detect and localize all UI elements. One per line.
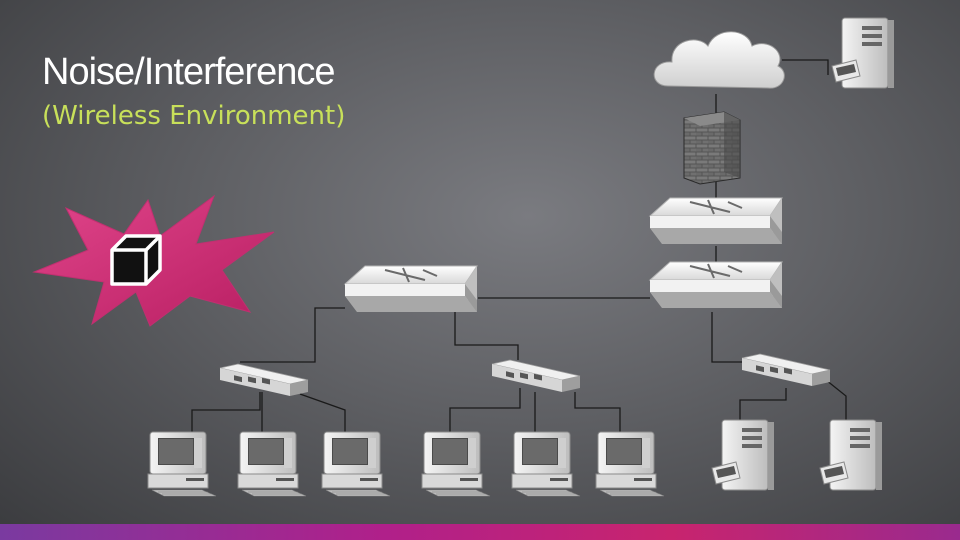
switch-icon [650,198,782,244]
switch-icon [650,262,782,308]
desktop-computer-icon [322,432,390,496]
server-icon [832,18,894,88]
link-cloud-server [782,60,828,75]
link-hub1-pc1 [192,392,260,432]
hub-icon [742,354,830,386]
link-hub3-server2 [826,380,846,420]
link-switch-hub-2 [455,310,518,360]
hub-icon [220,364,308,396]
desktop-computer-icon [596,432,664,496]
link-hub1-pc3 [300,394,345,432]
link-core-hub-3 [712,312,742,362]
switch-icon [345,266,477,312]
link-hub2-pc4 [450,388,520,432]
bottom-accent-bar [0,524,960,540]
link-hub2-pc6 [575,392,620,432]
cloud-icon [654,32,784,88]
link-switch-hub-1 [240,308,345,362]
desktop-computer-icon [148,432,216,496]
server-icon [820,420,882,490]
desktop-computer-icon [512,432,580,496]
server-icon [712,420,774,490]
hub-icon [492,360,580,392]
cube-icon [112,236,160,284]
firewall-icon [684,112,740,184]
interference-burst [34,196,274,326]
desktop-computer-icon [422,432,490,496]
desktop-computer-icon [238,432,306,496]
link-hub3-server1 [740,388,786,420]
